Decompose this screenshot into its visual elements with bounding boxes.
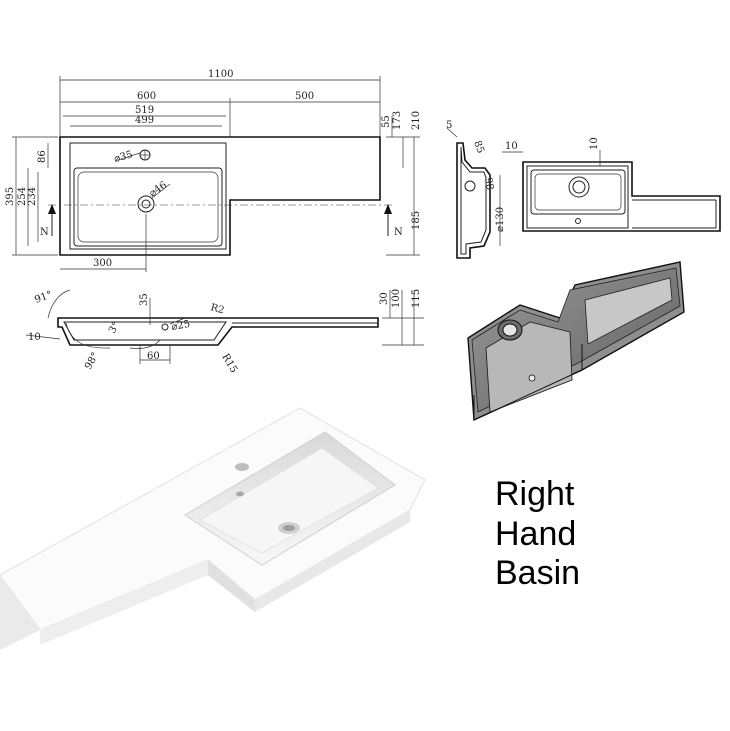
side-dia-130: ⌀130 [495, 207, 506, 232]
side-dim-85: 85 [471, 139, 486, 155]
caption-right-hand-basin: Right Hand Basin [495, 475, 580, 592]
dim-499: 499 [135, 115, 154, 126]
caption-line-2: Hand [495, 515, 576, 553]
plan-view-drawing: N N 1100 600 500 519 499 55 173 210 185 [5, 69, 422, 272]
sec-dim-100: 100 [391, 289, 402, 308]
dim-300: 300 [93, 258, 112, 269]
top-waste-icon [568, 176, 590, 198]
front-section-drawing: 35 91° R2 10 3° ⌀25 98° 60 R15 30 100 11… [25, 289, 424, 375]
sec-dim-30: 30 [379, 292, 390, 305]
dim-shelf-width: 500 [295, 91, 314, 102]
isometric-underside-render [467, 261, 685, 422]
dim-395: 395 [5, 187, 16, 206]
sec-angle-98: 98° [83, 351, 101, 372]
dim-519: 519 [135, 105, 154, 116]
side-dim-5: 5 [446, 120, 452, 131]
basin-3d-render [0, 407, 426, 650]
section-arrow-left-icon [48, 204, 56, 236]
side-dim-98: 98 [482, 177, 495, 191]
render-tap-hole-icon [235, 463, 249, 497]
dim-55: 55 [381, 115, 392, 128]
dim-234: 234 [27, 187, 38, 206]
sec-angle-3: 3° [107, 320, 122, 335]
sec-dim-115: 115 [411, 289, 422, 308]
section-arrow-right-icon [384, 204, 392, 236]
sec-r2: R2 [209, 302, 225, 316]
tap-hole-icon [139, 149, 151, 161]
sec-dim-10: 10 [28, 332, 41, 343]
caption-line-3: Basin [495, 554, 580, 592]
top-dim-10a: 10 [505, 141, 518, 152]
waste-hole-icon [137, 195, 155, 213]
sec-r15: R15 [219, 352, 239, 375]
dia-46-label: ⌀46 [147, 180, 169, 200]
dim-86: 86 [37, 150, 48, 163]
iso-waste-hole-icon [497, 319, 523, 341]
caption-line-1: Right [495, 475, 575, 513]
dia-35-label: ⌀35 [113, 149, 134, 164]
sec-dim-60: 60 [147, 351, 160, 362]
side-profile-drawing: 5 85 98 ⌀130 [446, 120, 506, 259]
sec-angle-91: 91° [33, 289, 53, 305]
dim-overall-width: 1100 [208, 69, 233, 80]
sec-dim-35: 35 [139, 293, 150, 306]
dim-185: 185 [411, 211, 422, 230]
dim-basin-width: 600 [137, 91, 156, 102]
dim-210: 210 [411, 111, 422, 130]
section-label-right: N [394, 227, 403, 238]
top-view-drawing: 10 10 [502, 137, 721, 232]
top-dim-10b: 10 [589, 137, 600, 150]
section-label-left: N [40, 227, 49, 238]
sec-dia-25: ⌀25 [171, 319, 191, 333]
render-waste-hole-icon [278, 522, 300, 534]
dim-254: 254 [17, 187, 28, 206]
dim-173: 173 [392, 111, 403, 130]
